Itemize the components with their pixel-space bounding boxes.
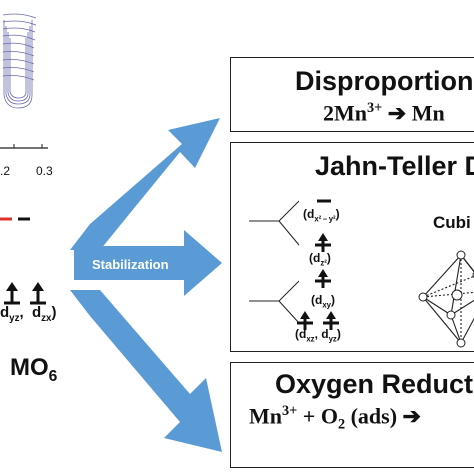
electron-up-arrow bbox=[6, 282, 18, 304]
disproportion-equation: 2Mn3+ ➔ Mn bbox=[323, 100, 445, 126]
electron-up-arrow bbox=[318, 269, 328, 288]
cubic-label: Cubi bbox=[433, 213, 471, 232]
electron-up-arrow bbox=[318, 233, 328, 252]
chart-curves bbox=[2, 13, 37, 109]
jahn-teller-splitting-diagram bbox=[249, 199, 339, 325]
orbital-label-dyz-dzx: dyz, dzx) bbox=[0, 304, 57, 324]
stabilization-label: Stabilization bbox=[92, 257, 169, 272]
disproportion-title: Disproportion bbox=[295, 66, 474, 96]
orbital-label-dz2: (dz²) bbox=[309, 251, 331, 268]
chart-tick-label: .2 bbox=[0, 164, 11, 178]
partial-chart bbox=[0, 13, 48, 149]
arrow-down bbox=[70, 290, 222, 452]
jahn-teller-box: Jahn-Teller D (dx² – y²) (dz²) (dxy) (dx… bbox=[230, 142, 474, 352]
octahedron-structure bbox=[418, 250, 474, 348]
oxygen-reduction-title: Oxygen Reduct bbox=[275, 369, 474, 399]
chart-tick-label: 0.3 bbox=[36, 164, 53, 178]
jahn-teller-title: Jahn-Teller D bbox=[315, 151, 474, 181]
arrow-up bbox=[70, 118, 220, 250]
electron-up-arrow bbox=[326, 311, 336, 330]
electron-up-arrow bbox=[300, 311, 310, 330]
orbital-label-dx2y2: (dx² – y²) bbox=[303, 207, 340, 224]
arrow-right-stabilization bbox=[74, 230, 222, 296]
orbital-label-dxy: (dxy) bbox=[311, 293, 336, 310]
orbital-label-dxz-dyz: (dxz, dyz) bbox=[295, 327, 341, 344]
disproportion-box: Disproportion 2Mn3+ ➔ Mn bbox=[230, 57, 474, 132]
electron-up-arrow bbox=[32, 282, 44, 304]
oxygen-reduction-box: Oxygen Reduct Mn3+ + O2 (ads) ➔ bbox=[230, 362, 474, 468]
oxygen-reduction-equation: Mn3+ + O2 (ads) ➔ bbox=[249, 403, 421, 433]
mo6-label: MO6 bbox=[10, 354, 58, 385]
